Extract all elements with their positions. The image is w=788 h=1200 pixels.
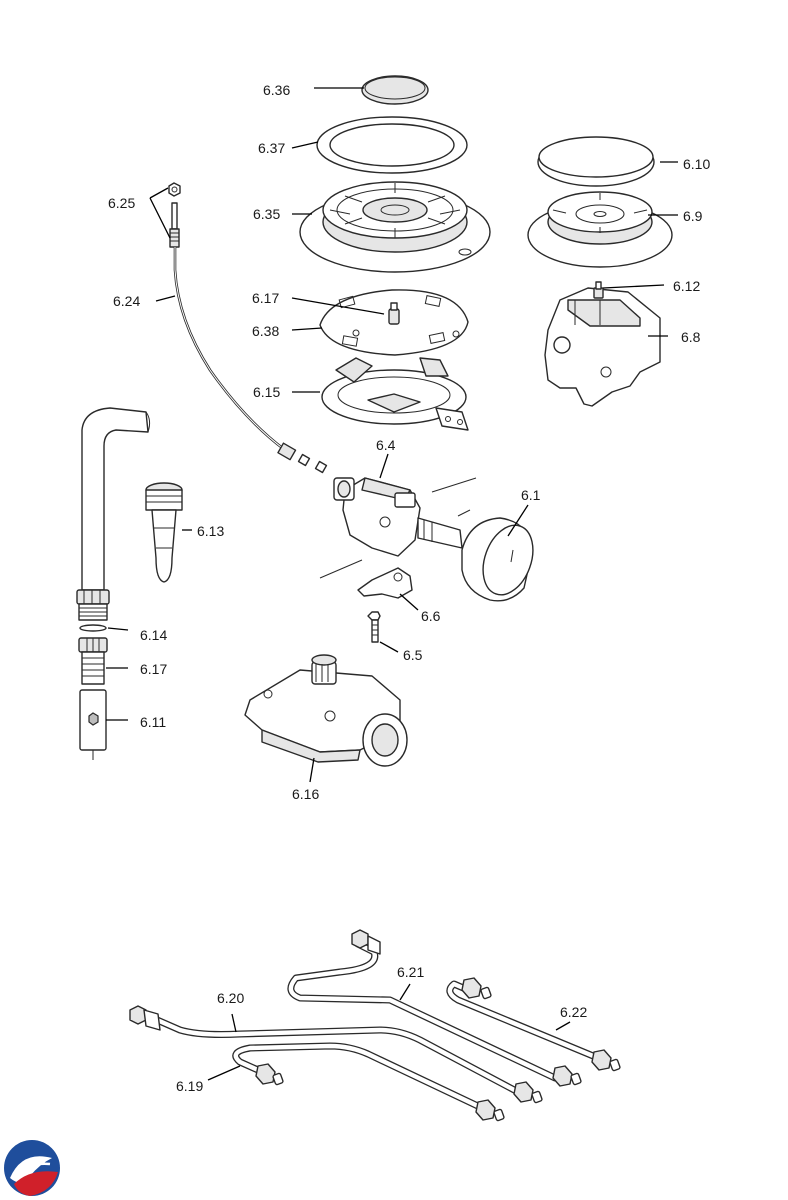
large-burner-head-6-35 bbox=[299, 181, 491, 273]
label-6-37: 6.37 bbox=[258, 140, 285, 156]
label-6-6: 6.6 bbox=[421, 608, 441, 624]
label-6-9: 6.9 bbox=[683, 208, 703, 224]
label-6-25: 6.25 bbox=[108, 195, 135, 211]
pipe-6-22 bbox=[446, 977, 621, 1072]
leader-lines-lower bbox=[207, 983, 571, 1081]
pilot-nozzle-6-12 bbox=[593, 281, 604, 299]
pipe-6-21 bbox=[287, 929, 582, 1087]
burner-support-6-15 bbox=[321, 357, 469, 431]
flexible-hose bbox=[81, 407, 151, 591]
screw-6-5 bbox=[367, 611, 381, 643]
label-6-12: 6.12 bbox=[673, 278, 700, 294]
bracket-6-6 bbox=[357, 567, 413, 599]
thermocouple-nut-6-25 bbox=[168, 182, 181, 197]
gas-valve-6-4 bbox=[333, 477, 463, 557]
label-6-17-lower: 6.17 bbox=[140, 661, 167, 677]
burner-ring-6-37 bbox=[316, 116, 468, 174]
label-6-35: 6.35 bbox=[253, 206, 280, 222]
adapter-6-17 bbox=[78, 637, 108, 685]
leader-lines-upper bbox=[106, 87, 678, 783]
hose-tail-6-13 bbox=[145, 482, 183, 583]
small-burner-body-6-8 bbox=[544, 287, 661, 407]
label-6-38: 6.38 bbox=[252, 323, 279, 339]
burner-cap-6-36 bbox=[361, 75, 429, 105]
label-6-21: 6.21 bbox=[397, 964, 424, 980]
hose-fitting-6-14 bbox=[76, 589, 110, 632]
label-6-20: 6.20 bbox=[217, 990, 244, 1006]
brand-logo bbox=[4, 1140, 60, 1196]
label-6-5: 6.5 bbox=[403, 647, 423, 663]
injector-6-17 bbox=[388, 302, 400, 325]
label-6-36: 6.36 bbox=[263, 82, 290, 98]
small-burner-cap-6-10 bbox=[537, 136, 655, 187]
label-6-10: 6.10 bbox=[683, 156, 710, 172]
label-6-24: 6.24 bbox=[113, 293, 140, 309]
pipe-6-19 bbox=[232, 1042, 505, 1122]
small-burner-head-6-9 bbox=[527, 191, 673, 268]
regulator-6-16 bbox=[244, 654, 408, 767]
label-6-17-upper: 6.17 bbox=[252, 290, 279, 306]
label-6-13: 6.13 bbox=[197, 523, 224, 539]
label-6-14: 6.14 bbox=[140, 627, 167, 643]
label-6-1: 6.1 bbox=[521, 487, 541, 503]
control-knob-6-1 bbox=[461, 517, 534, 602]
label-6-22: 6.22 bbox=[560, 1004, 587, 1020]
coupling-6-11 bbox=[79, 689, 107, 760]
pipe-6-20 bbox=[129, 1005, 543, 1104]
label-6-19: 6.19 bbox=[176, 1078, 203, 1094]
label-6-15: 6.15 bbox=[253, 384, 280, 400]
label-6-8: 6.8 bbox=[681, 329, 701, 345]
label-6-4: 6.4 bbox=[376, 437, 396, 453]
label-6-11: 6.11 bbox=[140, 714, 166, 730]
thermocouple-6-24 bbox=[169, 202, 328, 474]
label-6-16: 6.16 bbox=[292, 786, 319, 802]
